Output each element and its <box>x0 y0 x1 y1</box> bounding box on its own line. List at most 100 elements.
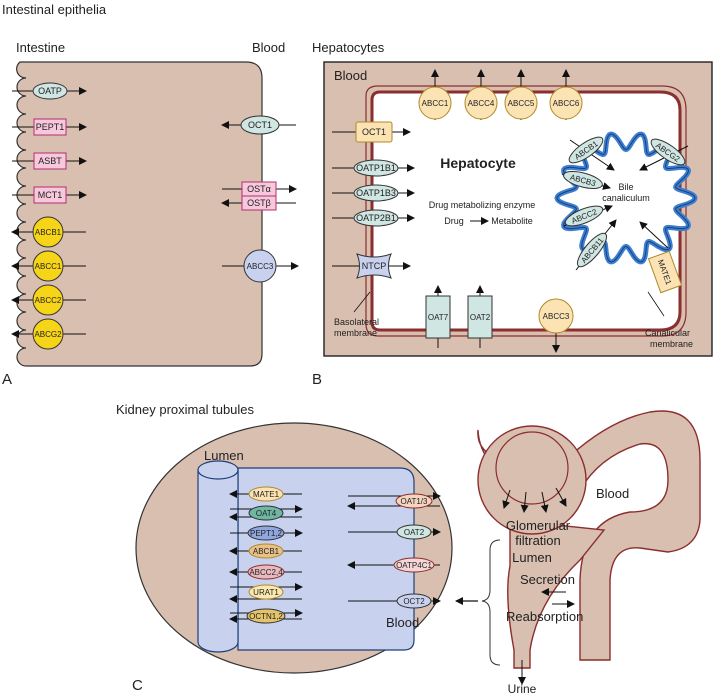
abcb1-label: ABCB1 <box>35 228 62 237</box>
abcc5-label: ABCC5 <box>508 99 535 108</box>
oat2-transporter-b <box>467 295 493 339</box>
abcc4-label: ABCC4 <box>468 99 495 108</box>
oat13-transporter <box>395 493 433 509</box>
abcc24-transporter <box>247 564 285 580</box>
enterocyte-cell <box>16 61 263 367</box>
glomerular-label-1: Glomerular <box>506 518 571 533</box>
oatp2b1-transporter <box>353 209 399 227</box>
abcc2-label: ABCC2 <box>35 296 62 305</box>
bile-label-2: canaliculum <box>602 193 650 203</box>
bile-canaliculum-outline <box>556 133 696 263</box>
abcg2-transporter-b <box>650 138 686 166</box>
enzyme-label: Drug metabolizing enzyme <box>429 200 536 210</box>
asbt-label: ASBT <box>38 156 62 166</box>
panel-b-letter: B <box>312 371 322 388</box>
intestine-label: Intestine <box>16 40 65 55</box>
oatp4c1-label: OATP4C1 <box>396 561 432 570</box>
oat13-label: OAT1/3 <box>401 497 429 506</box>
abcc2-transporter-b <box>564 205 604 227</box>
blood-label-c: Blood <box>386 615 419 630</box>
abcc4-transporter <box>464 86 498 120</box>
bile-label-1: Bile <box>618 182 633 192</box>
oct2-transporter <box>396 593 432 609</box>
drug-label: Drug <box>444 216 464 226</box>
glomerulus <box>495 431 569 505</box>
tubule-body <box>507 519 606 669</box>
pept1-transporter <box>33 118 67 136</box>
oct1-label-b: OCT1 <box>362 127 386 137</box>
abcb1-transporter-c <box>248 543 284 559</box>
oatp4c1-transporter <box>393 557 435 573</box>
abcg2-label: ABCG2 <box>34 330 62 339</box>
bottom-transporter-group: OAT7 OAT2 ABCC3 <box>425 285 574 353</box>
oct1-transporter-b <box>355 121 393 143</box>
abcc5-transporter <box>504 86 538 120</box>
panel-b-title: Hepatocytes <box>312 40 385 55</box>
abcc1-transporter <box>32 250 64 282</box>
ost-beta-transporter <box>241 195 277 211</box>
metabolite-label: Metabolite <box>491 216 533 226</box>
pept12-transporter <box>247 525 285 541</box>
panel-c-letter: C <box>132 677 143 693</box>
hepatocyte-label: Hepatocyte <box>440 155 516 171</box>
pept12-label: PEPT1,2 <box>250 529 283 538</box>
octn12-transporter <box>246 608 286 624</box>
nephron-schematic: Blood Glomerular filtration Lumen Secret… <box>477 410 701 693</box>
panel-c: Kidney proximal tubules Lumen Blood MATE… <box>116 402 701 693</box>
oat7-label: OAT7 <box>428 313 449 322</box>
lumen-cylinder <box>197 469 239 653</box>
abcc3-transporter-a <box>243 249 277 283</box>
abcc1-label: ABCC1 <box>35 262 62 271</box>
panel-c-title: Kidney proximal tubules <box>116 402 255 417</box>
ntcp-transporter <box>356 253 392 279</box>
canalicular-label-1: Canalicular <box>645 328 690 338</box>
nephron-lumen-label: Lumen <box>512 550 552 565</box>
octn12-label: OCTN1,2 <box>249 612 283 621</box>
abcb3-transporter <box>563 170 603 190</box>
mct1-transporter <box>33 186 67 204</box>
oatp1b3-label: OATP1B3 <box>356 188 396 198</box>
abcc6-transporter <box>549 86 583 120</box>
top-abc-group: ABCC1 ABCC4 ABCC5 ABCC6 <box>418 69 583 120</box>
oct1-transporter-a <box>240 115 280 135</box>
lumen-cylinder-top <box>197 460 239 480</box>
abcb11-transporter <box>576 232 608 268</box>
abcc3-label-b: ABCC3 <box>543 312 570 321</box>
abcg2-transporter <box>32 318 64 350</box>
basolateral-label-1: Basolateral <box>334 317 379 327</box>
oat4-transporter <box>248 505 284 521</box>
urat1-transporter <box>248 584 284 600</box>
kidney-basolateral-group: OAT1/3 OAT2 OATP4C1 OCT2 <box>347 492 441 609</box>
oat4-label: OAT4 <box>256 509 277 518</box>
ost-beta-label: OSTβ <box>247 198 271 208</box>
oatp-label: OATP <box>38 86 62 96</box>
basolateral-label-2: membrane <box>334 328 377 338</box>
abcc3-label-a: ABCC3 <box>247 262 274 271</box>
oatp-transporter <box>32 82 68 100</box>
oct2-label: OCT2 <box>403 597 425 606</box>
abcc2-transporter <box>32 284 64 316</box>
oat7-transporter <box>425 295 451 339</box>
nephron-blood-label: Blood <box>596 486 629 501</box>
panel-a-title: Intestinal epithelia <box>2 2 107 17</box>
oatp1b1-label: OATP1B1 <box>356 163 396 173</box>
basolateral-pointer <box>353 291 371 313</box>
oat2-label-b: OAT2 <box>470 313 491 322</box>
oatp1b1-transporter <box>353 159 399 177</box>
asbt-transporter <box>33 152 67 170</box>
blood-label-a: Blood <box>252 40 285 55</box>
abcc1-label-b: ABCC1 <box>422 99 449 108</box>
oat2-label-c: OAT2 <box>404 528 425 537</box>
oct1-label-a: OCT1 <box>248 120 272 130</box>
abcc6-label: ABCC6 <box>553 99 580 108</box>
mate1-transporter-c <box>248 486 284 502</box>
oat2-transporter-c <box>396 524 432 540</box>
abcc3-transporter-b <box>538 298 574 334</box>
abcb1-transporter-b <box>568 136 604 164</box>
urat1-label: URAT1 <box>253 588 279 597</box>
hepatocyte-outer-membrane <box>365 85 687 337</box>
mate1-label-c: MATE1 <box>253 490 280 499</box>
oatp1b3-transporter <box>353 184 399 202</box>
secretion-label: Secretion <box>520 572 575 587</box>
